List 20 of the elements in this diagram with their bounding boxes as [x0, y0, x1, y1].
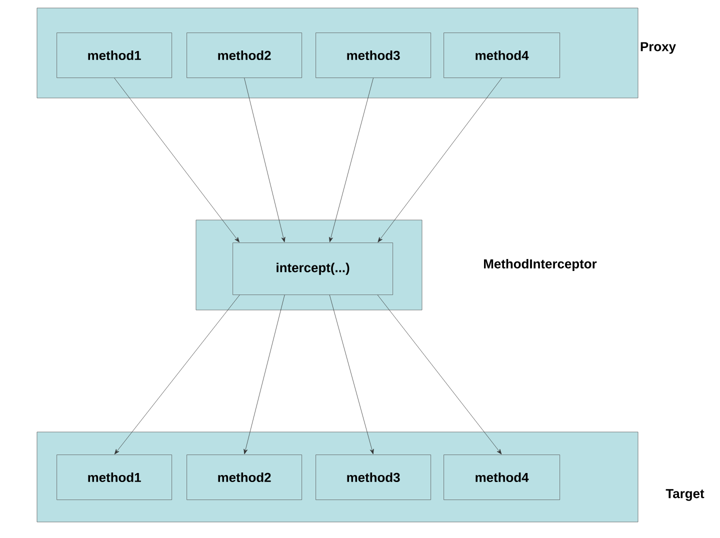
arrow: [244, 294, 285, 454]
arrow: [114, 78, 240, 243]
method-box: intercept(...): [232, 242, 393, 295]
arrow: [244, 78, 286, 243]
method-box: method3: [316, 32, 431, 78]
method-box: method2: [186, 454, 302, 500]
method-box: method1: [56, 32, 172, 78]
panel-title: Target: [666, 489, 704, 501]
panel-title: Proxy: [640, 42, 676, 54]
method-box: method1: [56, 454, 172, 500]
panel-title: MethodInterceptor: [484, 258, 597, 272]
arrow: [377, 294, 502, 454]
arrow: [329, 294, 374, 454]
method-box: method4: [444, 454, 560, 500]
arrow: [114, 294, 240, 454]
method-box: method2: [186, 32, 302, 78]
method-box: method4: [444, 32, 560, 78]
method-box: method3: [316, 454, 431, 500]
arrow: [377, 78, 502, 243]
arrow: [329, 78, 374, 243]
